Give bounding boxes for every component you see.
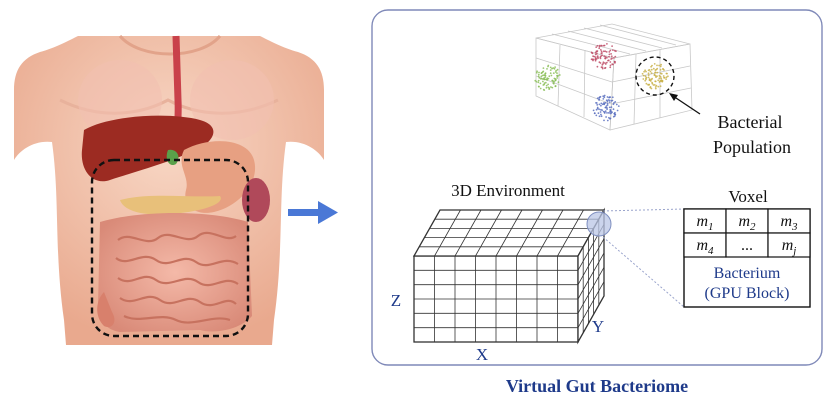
axis-y-label: Y [592, 317, 604, 336]
voxel-cell-label: mj [782, 237, 797, 257]
scatter-axes-box [535, 23, 693, 131]
grid-front-face [413, 255, 579, 343]
lung-right [190, 60, 274, 140]
voxel-cell-4: m4 [683, 232, 727, 258]
axis-x-label: X [476, 345, 488, 364]
bacterium-label-line2: (GPU Block) [705, 285, 790, 302]
voxel-title: Voxel [728, 187, 768, 206]
voxel-cell-2: m2 [725, 208, 769, 234]
torso-illustration [14, 34, 324, 345]
axis-z-label: Z [391, 291, 401, 310]
cluster-yellow [641, 63, 669, 90]
voxel-detail: Voxel m1 m2 m3 m4... mj Bacterium (GPU Block… [683, 187, 811, 308]
panel-caption: Virtual Gut Bacteriome [505, 376, 689, 396]
voxel-cell-6: mj [767, 232, 811, 258]
bacterium-label-line1: Bacterium [714, 265, 781, 282]
highlighted-cluster-ring [635, 56, 675, 96]
bacterial-population-label-line1: Bacterial [718, 112, 783, 132]
gut-region-highlight [90, 158, 250, 338]
appendix [97, 292, 115, 328]
voxel-zoom-connectors [602, 208, 685, 308]
neck-shading [118, 34, 222, 56]
environment-title: 3D Environment [451, 181, 565, 200]
voxel-cell-5: ... [725, 232, 769, 258]
voxel-highlight [586, 211, 612, 237]
spleen [242, 178, 270, 222]
voxel-cell-label: m4 [696, 237, 714, 257]
grid-side-face [577, 207, 605, 345]
grid-top-face [412, 209, 606, 257]
bacteria-clusters [534, 43, 669, 122]
bacterial-population-label-line2: Population [713, 137, 791, 157]
transition-arrow [288, 201, 338, 224]
liver [81, 115, 214, 182]
voxel-cell-label: m2 [738, 213, 756, 233]
small-intestine-loops [115, 231, 239, 324]
environment-grid: 3D Environment Z Y X [391, 181, 612, 364]
cluster-red [590, 43, 617, 70]
pancreas [120, 195, 221, 215]
voxel-cell-label: ... [741, 237, 753, 254]
voxel-cell-label: m3 [780, 213, 798, 233]
voxel-cell-1: m1 [683, 208, 727, 234]
voxel-memory-cells: m1 m2 m3 m4... mj [683, 208, 811, 258]
population-pointer-arrow [669, 93, 701, 115]
cluster-blue [592, 94, 620, 122]
voxel-cell-label: m1 [696, 213, 713, 233]
voxel-cell-3: m3 [767, 208, 811, 234]
gallbladder [166, 149, 179, 166]
bacterial-scatter-plot: Bacterial Population [534, 23, 791, 157]
colon [98, 213, 252, 332]
cluster-green [534, 64, 561, 91]
